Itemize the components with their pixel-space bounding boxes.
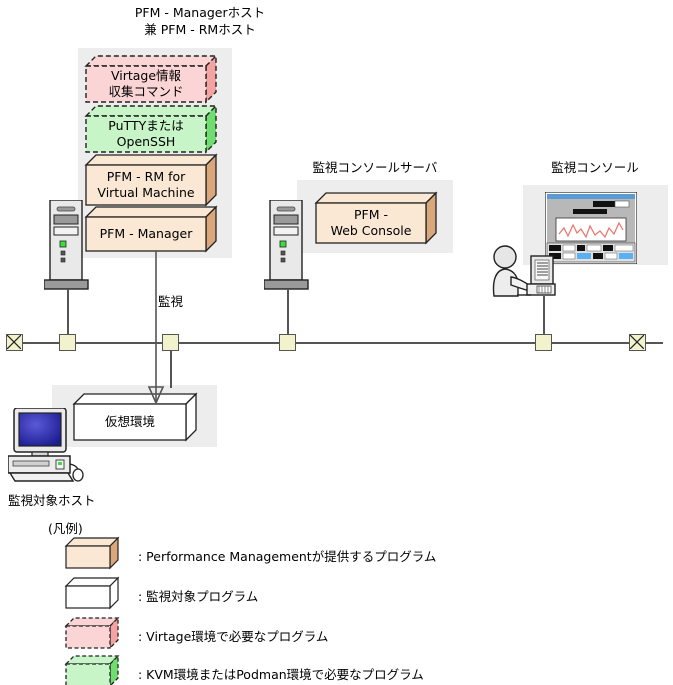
console-server-tower bbox=[263, 199, 312, 300]
program-label: 仮想環境 bbox=[104, 414, 155, 429]
legend-label-pfm-program: : Performance Managementが提供するプログラム bbox=[138, 549, 437, 564]
droplink-console-server bbox=[287, 289, 289, 335]
bus-terminator-left bbox=[6, 334, 23, 351]
bus-connector-console bbox=[535, 334, 552, 351]
program-label: 収集コマンド bbox=[108, 84, 184, 99]
monitored-host-pc-icon bbox=[7, 407, 86, 486]
droplink-monitored-host bbox=[170, 350, 172, 388]
program-label: PuTTYまたは bbox=[108, 118, 184, 133]
monitored-host-label: 監視対象ホスト bbox=[8, 493, 96, 508]
legend-swatch-virtage-program bbox=[64, 616, 120, 650]
program-label: Virtual Machine bbox=[97, 185, 195, 200]
network-bus-line bbox=[10, 342, 663, 344]
legend-label-virtage-program: : Virtage環境で必要なプログラム bbox=[138, 629, 329, 644]
legend-label-monitored-program: : 監視対象プログラム bbox=[138, 589, 259, 604]
program-label: Virtage情報 bbox=[110, 68, 182, 83]
legend-label-kvm-program: : KVM環境またはPodman環境で必要なプログラム bbox=[138, 667, 424, 682]
program-label: OpenSSH bbox=[116, 134, 176, 149]
legend-title: (凡例) bbox=[48, 521, 83, 536]
program-box-pfm-web-console: PFM - Web Console bbox=[314, 191, 438, 245]
monitoring-arrow bbox=[146, 251, 166, 403]
program-box-pfm-manager: PFM - Manager bbox=[84, 205, 218, 253]
legend-swatch-kvm-program bbox=[64, 654, 120, 685]
program-box-pfm-rm-for-virtual-machine: PFM - RM for Virtual Machine bbox=[84, 153, 218, 207]
manager-host-title-line2: 兼 PFM - RMホスト bbox=[144, 22, 256, 37]
console-title: 監視コンソール bbox=[551, 160, 639, 175]
monitoring-label: 監視 bbox=[158, 294, 184, 309]
legend-swatch-pfm-program bbox=[64, 536, 120, 570]
bus-connector-console-server bbox=[279, 334, 296, 351]
bus-terminator-right bbox=[629, 334, 646, 351]
program-label: PFM - Manager bbox=[99, 226, 193, 241]
bus-connector-manager-host bbox=[59, 334, 76, 351]
program-box-virtage-collect-command: Virtage情報 収集コマンド bbox=[84, 54, 218, 104]
program-label: Web Console bbox=[330, 223, 412, 238]
console-operator-icon bbox=[487, 244, 567, 310]
console-server-title: 監視コンソールサーバ bbox=[312, 160, 438, 175]
legend-swatch-monitored-program bbox=[64, 576, 120, 610]
droplink-manager-host bbox=[67, 289, 69, 335]
droplink-console bbox=[543, 296, 545, 335]
manager-host-title-line1: PFM - Managerホスト bbox=[134, 5, 266, 20]
manager-host-tower bbox=[43, 199, 92, 300]
program-box-virtual-environment: 仮想環境 bbox=[72, 392, 198, 442]
program-label: PFM - RM for bbox=[106, 169, 186, 184]
console-screenshot bbox=[544, 191, 638, 268]
program-box-putty-openssh: PuTTYまたは OpenSSH bbox=[84, 104, 218, 154]
program-label: PFM - bbox=[354, 207, 388, 222]
